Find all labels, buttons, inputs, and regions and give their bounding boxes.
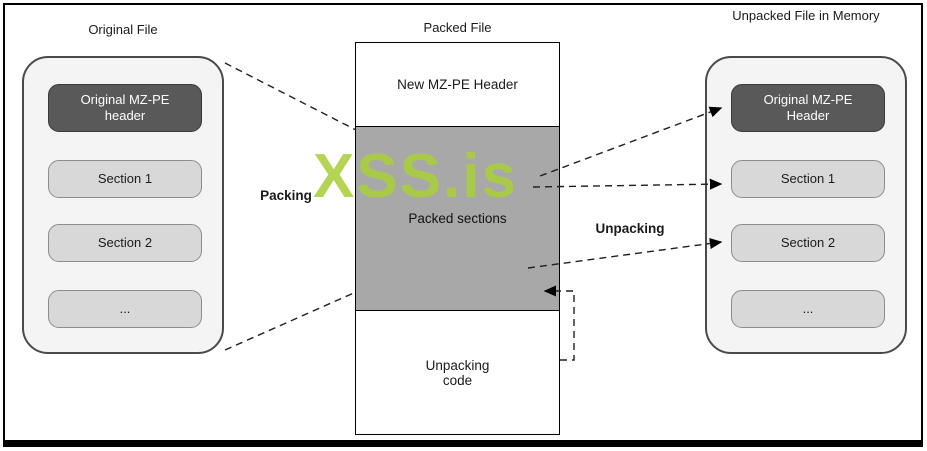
packed-file-title: Packed File bbox=[423, 20, 492, 35]
section-1-label: Section 1 bbox=[780, 170, 836, 186]
packing-label: Packing bbox=[260, 188, 312, 203]
section-2-box: Section 2 bbox=[48, 224, 202, 262]
unpacked-file-container: Original MZ-PE Header Section 1 Section … bbox=[705, 56, 907, 354]
unpacking-label: Unpacking bbox=[595, 221, 665, 236]
section-1-label: Section 1 bbox=[97, 170, 153, 186]
original-mzpe-header-box: Original MZ-PE Header bbox=[731, 84, 885, 132]
unpacking-code-label: Unpacking code bbox=[425, 357, 490, 388]
unpacked-file-title: Unpacked File in Memory bbox=[732, 8, 880, 23]
original-file-title: Original File bbox=[88, 22, 158, 37]
section-2-label: Section 2 bbox=[97, 234, 153, 250]
original-mzpe-header-box: Original MZ-PE header bbox=[48, 84, 202, 132]
unpacking-code-section: Unpacking code bbox=[356, 311, 559, 434]
xss-watermark: XSS.is bbox=[313, 142, 518, 211]
original-mzpe-header-label: Original MZ-PE Header bbox=[763, 91, 853, 123]
ellipsis-section-box: ... bbox=[731, 290, 885, 328]
section-2-box: Section 2 bbox=[731, 224, 885, 262]
packed-sections-section: Packed sections bbox=[356, 126, 559, 311]
packed-file-container: New MZ-PE Header Packed sections Unpacki… bbox=[355, 42, 560, 435]
packed-sections-label: Packed sections bbox=[408, 211, 507, 226]
ellipsis-section-label: ... bbox=[802, 300, 814, 316]
original-mzpe-header-label: Original MZ-PE header bbox=[80, 91, 170, 123]
new-mzpe-header-label: New MZ-PE Header bbox=[397, 77, 518, 92]
section-1-box: Section 1 bbox=[48, 160, 202, 198]
ellipsis-section-box: ... bbox=[48, 290, 202, 328]
original-file-container: Original MZ-PE header Section 1 Section … bbox=[22, 56, 224, 354]
section-2-label: Section 2 bbox=[780, 234, 836, 250]
section-1-box: Section 1 bbox=[731, 160, 885, 198]
ellipsis-section-label: ... bbox=[119, 300, 131, 316]
new-mzpe-header-section: New MZ-PE Header bbox=[356, 43, 559, 126]
